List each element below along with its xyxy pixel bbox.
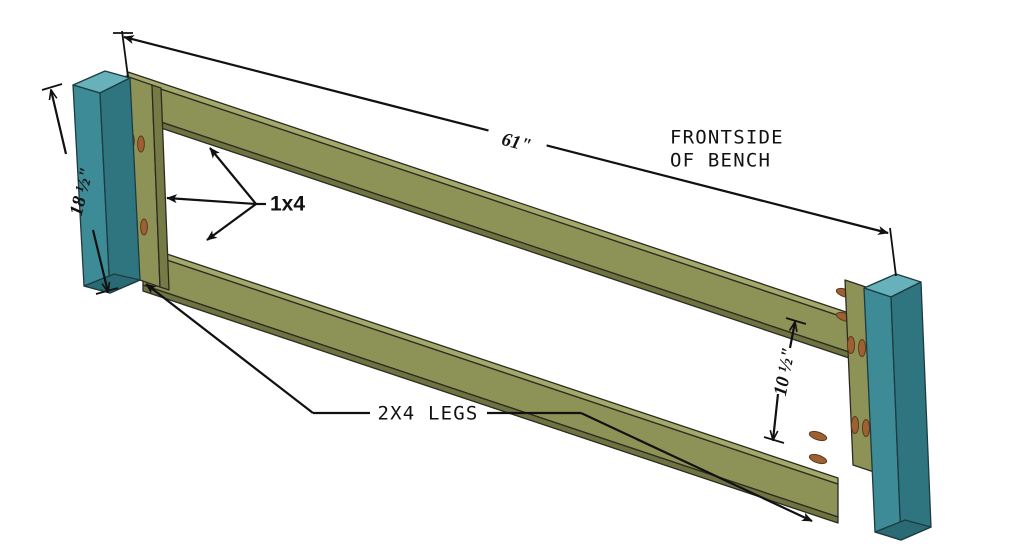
gap-dimension-upper [790, 322, 795, 349]
pocket-hole [137, 135, 145, 153]
pocket-hole [850, 416, 860, 434]
length-label-backdrop [483, 122, 549, 164]
pocket-hole [140, 218, 148, 236]
gap-dimension-lower [773, 393, 780, 440]
overall-length-dimension: 61" [113, 30, 897, 277]
pocket-hole [808, 430, 828, 442]
bottom-rail-right-pocket-holes [808, 430, 828, 465]
leg-callout-right-leader [580, 412, 813, 522]
height-dimension-lower [91, 229, 108, 292]
leg-part-label: 2X4 LEGS [377, 403, 478, 425]
pocket-hole [861, 419, 871, 437]
height-top-tick [41, 83, 63, 91]
height-dimension-upper [51, 90, 68, 155]
right-leg-bottom-face [874, 519, 932, 541]
right-leg [863, 273, 932, 541]
frontside-line-2: OF BENCH [670, 150, 771, 172]
length-right-extension [889, 227, 897, 277]
bottom-rail-bottom-edge [142, 284, 839, 524]
leg-callout-left-leader [145, 283, 314, 414]
frontside-line-1: FRONTSIDE [670, 127, 784, 149]
frontside-of-bench-note: FRONTSIDE OF BENCH [670, 127, 784, 172]
rail-callout-leader-bottom [206, 203, 257, 241]
rail-callout-leader-top [209, 147, 257, 205]
length-label-group: 61" [483, 122, 549, 164]
rail-part-callout: 1x4 [166, 147, 305, 241]
rail-part-label: 1x4 [270, 193, 305, 216]
pocket-hole [857, 339, 867, 357]
pocket-hole [846, 336, 856, 354]
leg-part-callout: 2X4 LEGS [145, 283, 813, 522]
rail-callout-leader-stile [166, 194, 257, 206]
right-stile-pocket-holes [846, 336, 871, 437]
pocket-hole [808, 453, 828, 465]
